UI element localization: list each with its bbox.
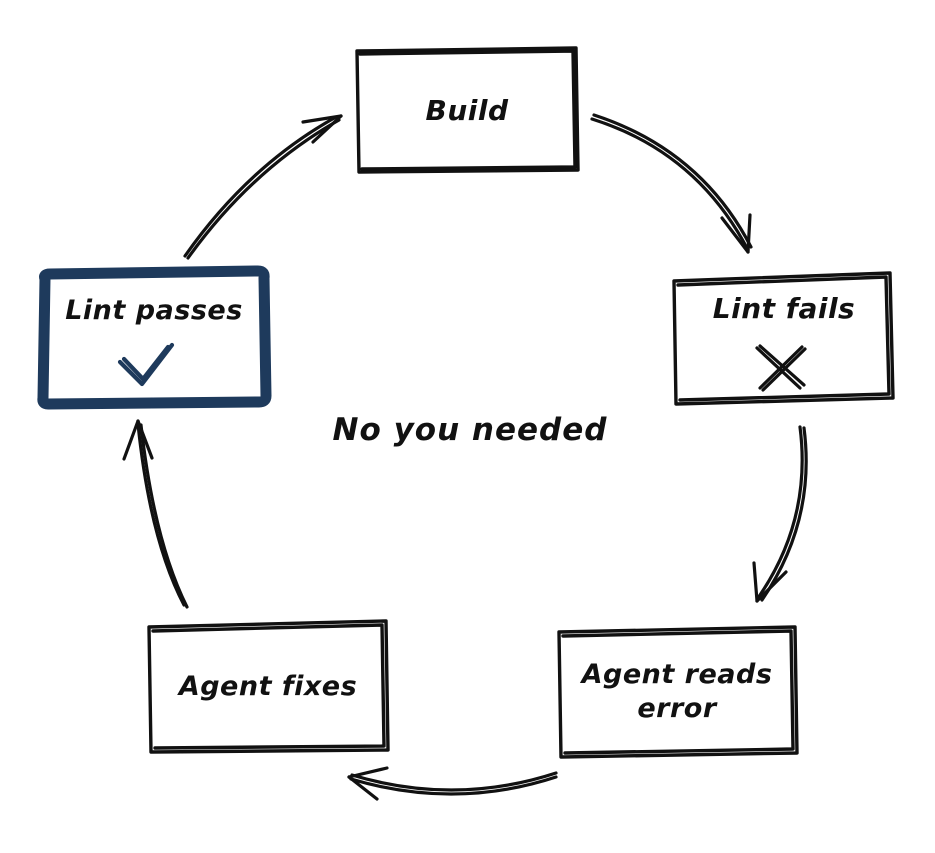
- node-box-agent-reads-error[interactable]: [557, 625, 799, 759]
- node-box-agent-fixes[interactable]: [147, 619, 390, 754]
- check-icon: [117, 342, 175, 387]
- edge-agent-fixes-to-lint-passes: [122, 419, 189, 609]
- center-annotation: No you needed: [332, 412, 608, 448]
- edge-lint-fails-to-agent-reads: [752, 425, 808, 603]
- cross-icon: [755, 344, 807, 392]
- node-box-lint-fails[interactable]: [672, 271, 895, 406]
- edge-lint-passes-to-build: [183, 114, 343, 260]
- node-box-lint-passes[interactable]: [37, 265, 272, 410]
- node-box-build[interactable]: [355, 46, 580, 174]
- edge-build-to-lint-fails: [590, 113, 753, 254]
- edge-agent-reads-to-agent-fixes: [347, 766, 558, 801]
